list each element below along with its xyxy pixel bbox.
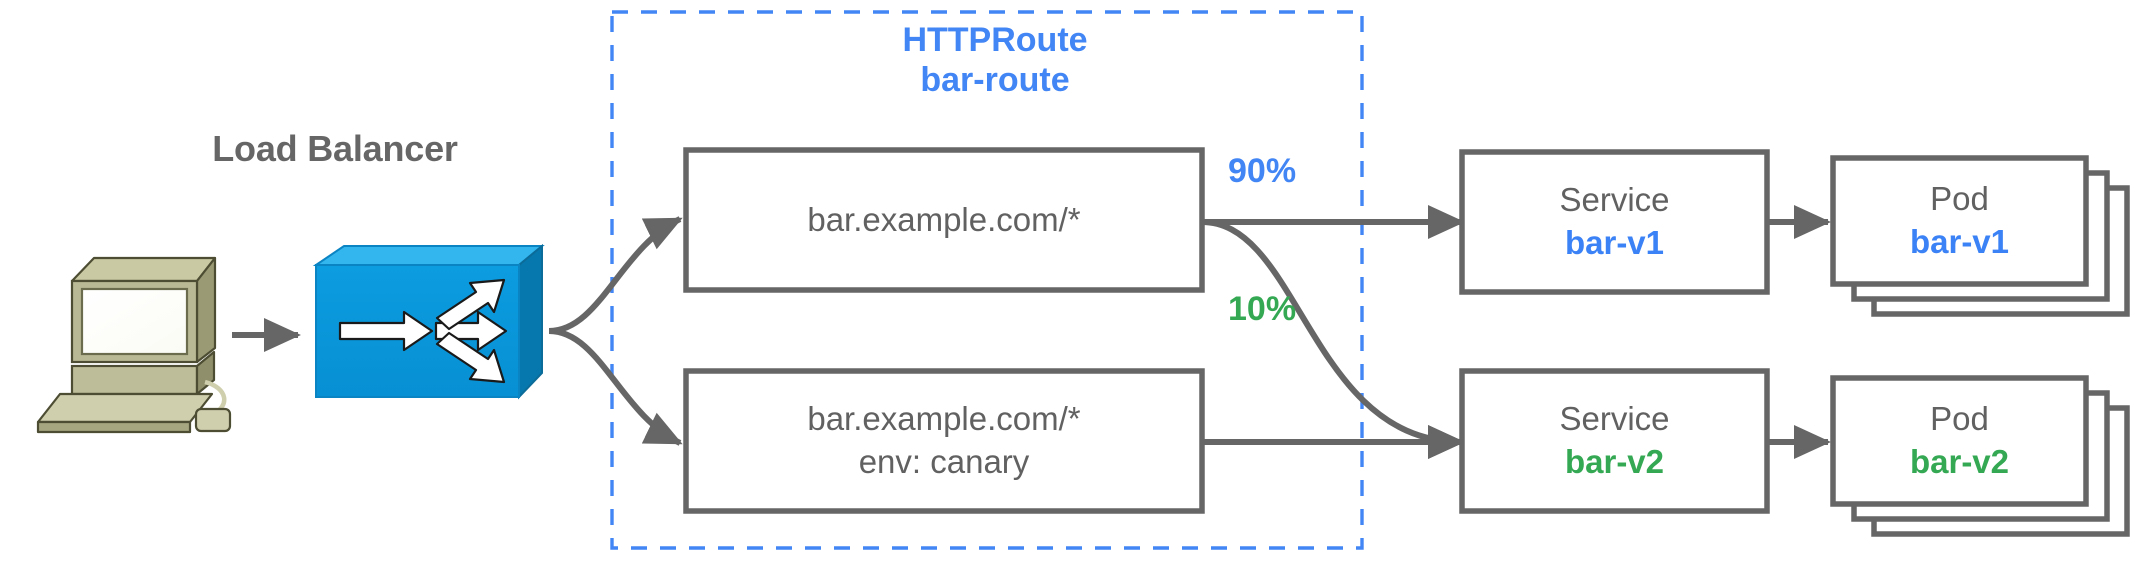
service-bar-v2-label[interactable]: Service bar-v2	[1462, 371, 1767, 511]
workstation-computer-icon	[36, 256, 232, 434]
weight-v2-label: 10%	[1228, 290, 1297, 328]
pod-bar-v1-replica-1	[1830, 155, 2089, 287]
pod-bar-v1-kind: Pod	[1930, 180, 1989, 218]
rule-primary-box	[683, 147, 1205, 293]
load-balancer-label: Load Balancer	[212, 128, 458, 169]
service-bar-v1-box	[1459, 149, 1770, 295]
httproute-title: HTTPRoute bar-route	[820, 20, 1170, 100]
pod-bar-v1-stack	[1830, 155, 2130, 317]
edge-lb-to-rule-canary	[548, 328, 683, 446]
service-bar-v1-label[interactable]: Service bar-v1	[1462, 152, 1767, 292]
edge-rule-primary-to-service-v2	[1201, 219, 1465, 460]
pod-bar-v2-replica-1	[1830, 375, 2089, 507]
pod-bar-v2-label[interactable]: Pod bar-v2	[1833, 378, 2086, 504]
rule-canary-match: bar.example.com/*	[807, 400, 1081, 438]
pod-bar-v2-kind: Pod	[1930, 400, 1989, 438]
service-bar-v1-name: bar-v1	[1564, 224, 1665, 261]
pod-bar-v2-name: bar-v2	[1909, 443, 2010, 480]
edge-lb-to-rule-primary	[548, 216, 683, 334]
pod-bar-v1-name: bar-v1	[1909, 223, 2010, 260]
rule-primary-label[interactable]: bar.example.com/*	[686, 150, 1202, 290]
rule-canary-extra: env: canary	[858, 443, 1030, 480]
pod-bar-v1-label[interactable]: Pod bar-v1	[1833, 158, 2086, 284]
httproute-kind-label: HTTPRoute	[902, 21, 1088, 59]
service-bar-v2-box	[1459, 368, 1770, 514]
service-bar-v2-name: bar-v2	[1564, 443, 1665, 480]
load-balancer-switch-icon	[312, 243, 545, 400]
service-bar-v1-kind: Service	[1559, 181, 1670, 219]
rule-primary-match: bar.example.com/*	[807, 200, 1081, 238]
rule-canary-label[interactable]: bar.example.com/* env: canary	[686, 371, 1202, 511]
weight-v1-label: 90%	[1228, 152, 1297, 190]
service-bar-v2-kind: Service	[1559, 400, 1670, 438]
pod-bar-v2-stack	[1830, 375, 2130, 537]
rule-canary-box	[683, 368, 1205, 514]
httproute-name-label: bar-route	[920, 61, 1070, 100]
